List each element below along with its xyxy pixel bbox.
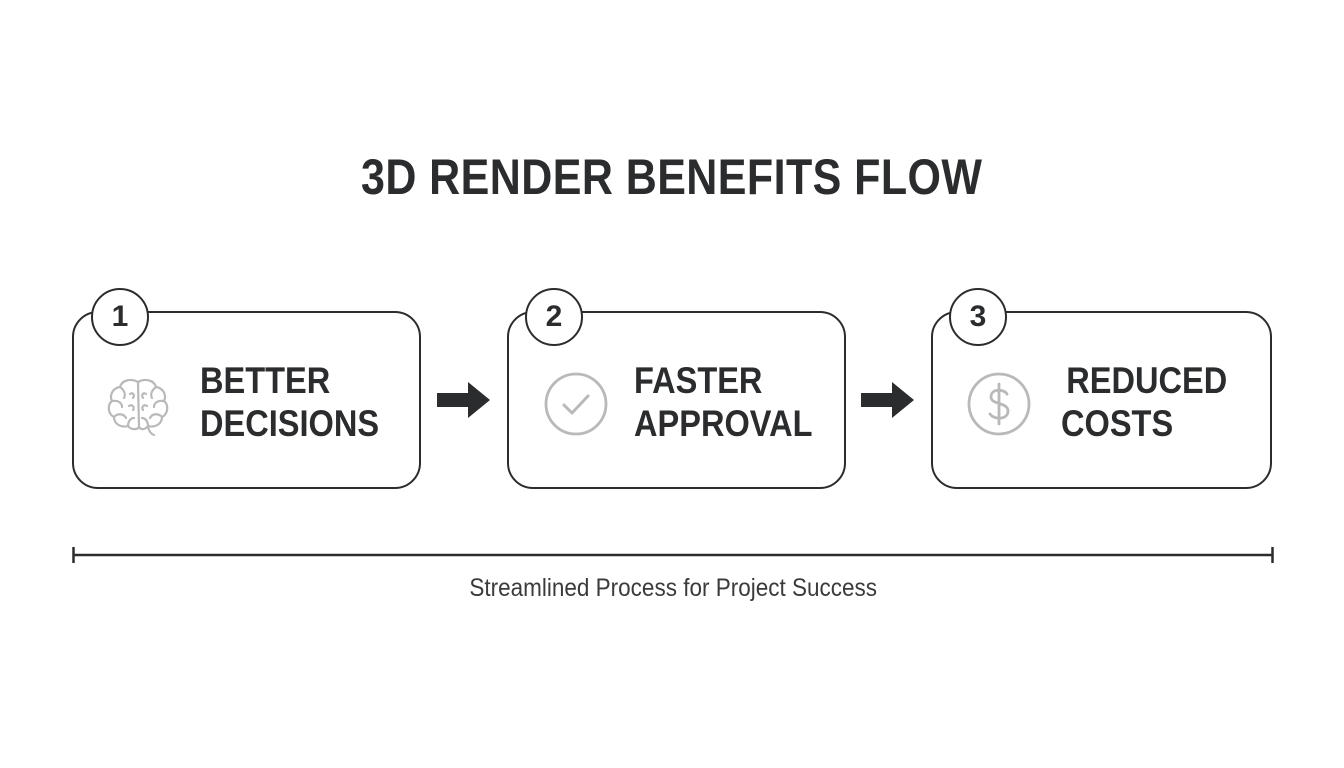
arrow-right-icon <box>437 382 490 418</box>
step-label: BETTER DECISIONS <box>200 359 379 445</box>
arrow-right-icon <box>861 382 914 418</box>
dollar-circle-icon <box>967 372 1031 436</box>
step-label-line1: FASTER <box>634 360 763 401</box>
step-label-line2: COSTS <box>1061 403 1174 444</box>
step-number-badge: 3 <box>949 288 1007 346</box>
step-number-badge: 1 <box>91 288 149 346</box>
step-label-line1: REDUCED <box>1066 360 1228 401</box>
footer-caption: Streamlined Process for Project Success <box>469 574 878 602</box>
brain-icon <box>107 378 169 437</box>
page-title: 3D RENDER BENEFITS FLOW <box>360 149 983 205</box>
timeline-bracket <box>72 547 1274 563</box>
step-label-line2: APPROVAL <box>634 403 813 444</box>
step-label-line1: BETTER <box>200 360 331 401</box>
step-label: REDUCED COSTS <box>1061 359 1227 445</box>
step-label-line2: DECISIONS <box>200 403 380 444</box>
checkmark-circle-icon <box>544 372 608 436</box>
step-label: FASTER APPROVAL <box>634 359 813 445</box>
step-number-badge: 2 <box>525 288 583 346</box>
